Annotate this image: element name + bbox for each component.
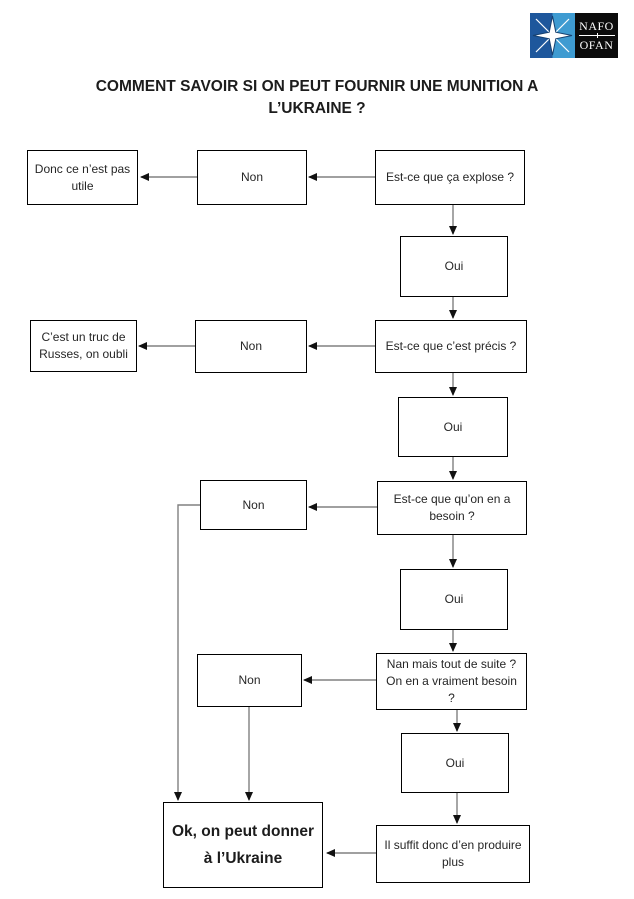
flow-node-oui-2: Oui — [398, 397, 508, 457]
logo-text-ofan: OFAN — [579, 38, 614, 52]
logo-separator — [578, 33, 615, 38]
flow-node-il-suffit: Il suffit donc d’en produire plus — [376, 825, 530, 883]
flow-node-non-1: Non — [197, 150, 307, 205]
flow-node-nan-mais-question: Nan mais tout de suite ? On en a vraimen… — [376, 653, 527, 710]
flow-node-non-4: Non — [197, 654, 302, 707]
flow-node-non-3: Non — [200, 480, 307, 530]
flow-node-donc-pas-utile: Donc ce n’est pas utile — [27, 150, 138, 205]
page-title: COMMENT SAVOIR SI ON PEUT FOURNIR UNE MU… — [60, 76, 574, 120]
flow-node-oui-3: Oui — [400, 569, 508, 630]
nafo-logo: NAFO OFAN — [530, 13, 618, 58]
logo-wordmark: NAFO OFAN — [575, 13, 618, 58]
flow-node-besoin-question: Est-ce que qu’on en a besoin ? — [377, 481, 527, 535]
page-title-line1: COMMENT SAVOIR SI ON PEUT FOURNIR UNE MU… — [95, 78, 539, 95]
flow-node-oui-1: Oui — [400, 236, 508, 297]
flow-node-truc-de-russes: C’est un truc de Russes, on oubli — [30, 320, 137, 372]
flow-node-explose-question: Est-ce que ça explose ? — [375, 150, 525, 205]
flow-node-oui-4: Oui — [401, 733, 509, 793]
logo-text-nafo: NAFO — [579, 19, 614, 33]
flow-node-precis-question: Est-ce que c’est précis ? — [375, 320, 527, 373]
nato-compass-star-icon — [530, 13, 575, 58]
page-title-line2: L’UKRAINE ? — [268, 100, 366, 117]
flow-node-non-2: Non — [195, 320, 307, 373]
flow-node-ok-donner: Ok, on peut donner à l’Ukraine — [163, 802, 323, 888]
